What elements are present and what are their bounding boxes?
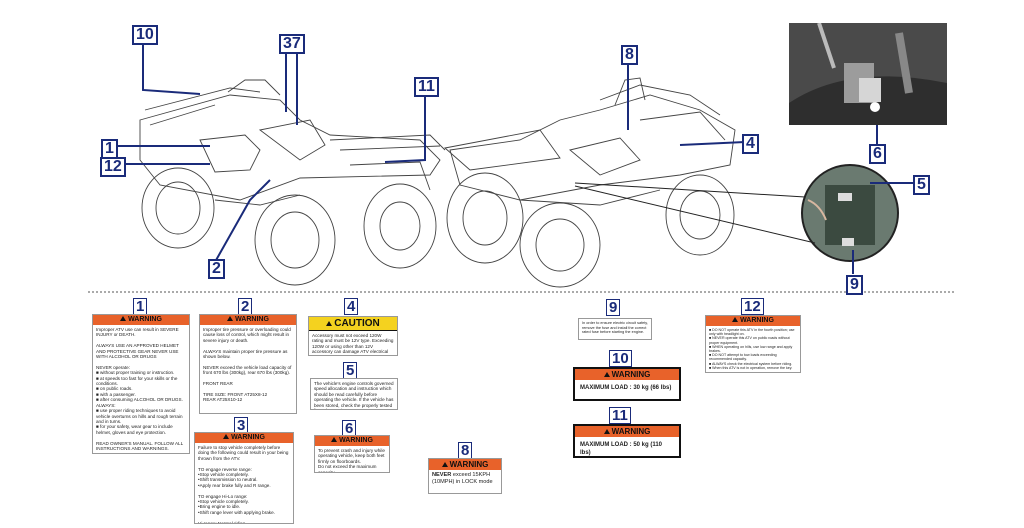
label-5-number: 5 xyxy=(343,362,358,379)
callout-11: 11 xyxy=(414,77,439,97)
label-5-notice: The vehicle's engine controls governed s… xyxy=(310,378,398,410)
callout-9: 9 xyxy=(846,275,863,295)
callout-5: 5 xyxy=(913,175,930,195)
label-8-warning: WARNING NEVER exceed 15KPH (10MPH) in LO… xyxy=(428,458,502,494)
label-11-warning: WARNING MAXIMUM LOAD : 50 kg (110 lbs) xyxy=(573,424,681,458)
warning-triangle-icon xyxy=(227,316,234,321)
label-3-body: Failure to stop vehicle completely befor… xyxy=(198,445,289,524)
label-11-number: 11 xyxy=(609,407,631,424)
label-4-header: CAUTION xyxy=(309,317,397,331)
label-10-header: WARNING xyxy=(575,369,679,380)
warning-triangle-icon xyxy=(326,321,333,326)
callout-12: 12 xyxy=(100,157,126,177)
label-9-notice: In order to ensure electric circuit safe… xyxy=(578,318,652,340)
label-11-body: MAXIMUM LOAD : 50 kg (110 lbs) xyxy=(580,442,663,456)
leader-lines xyxy=(113,42,913,274)
warning-triangle-icon xyxy=(441,462,448,467)
label-3-header: WARNING xyxy=(195,433,293,443)
label-12-warning: WARNING ■ DO NOT operate this ATV in the… xyxy=(705,315,801,373)
zoom-detail-circle xyxy=(574,164,899,262)
label-2-body: Improper tire pressure or overloading co… xyxy=(203,327,292,403)
label-2-warning: WARNING Improper tire pressure or overlo… xyxy=(199,314,297,414)
label-2-number: 2 xyxy=(238,298,253,315)
warning-triangle-icon xyxy=(331,437,338,442)
warning-triangle-icon xyxy=(732,317,739,322)
label-10-number: 10 xyxy=(609,350,632,367)
label-1-warning: WARNING Improper ATV use can result in S… xyxy=(92,314,190,454)
callout-10: 10 xyxy=(132,25,158,45)
right-atv xyxy=(444,77,736,288)
label-8-header: WARNING xyxy=(429,459,501,470)
label-4-number: 4 xyxy=(344,298,359,315)
label-4-caution: CAUTION Accessory must not exceed 120W r… xyxy=(308,316,398,356)
warning-triangle-icon xyxy=(603,372,610,377)
label-9-number: 9 xyxy=(606,299,621,316)
warning-triangle-icon xyxy=(120,316,127,321)
label-11-header: WARNING xyxy=(575,426,679,437)
photo-detail-rear-suspension xyxy=(789,23,947,125)
label-6-warning: WARNING To prevent crash and injury whil… xyxy=(314,435,390,473)
label-8-number: 8 xyxy=(458,442,473,459)
label-6-body: To prevent crash and injury while operat… xyxy=(318,448,385,473)
callout-8: 8 xyxy=(621,45,638,65)
label-12-number: 12 xyxy=(741,298,764,315)
callout-2: 2 xyxy=(208,259,225,279)
label-5-body: The vehicle's engine controls governed s… xyxy=(314,381,394,409)
callout-37: 37 xyxy=(279,34,305,54)
left-atv xyxy=(139,79,446,286)
label-1-body: Improper ATV use can result in SEVERE IN… xyxy=(96,327,183,451)
label-9-body: In order to ensure electric circuit safe… xyxy=(582,321,648,335)
callout-1: 1 xyxy=(101,139,118,159)
label-12-body: ■ DO NOT operate this ATV in the fourth … xyxy=(709,328,795,370)
warning-triangle-icon xyxy=(603,429,610,434)
label-12-header: WARNING xyxy=(706,316,800,326)
label-1-number: 1 xyxy=(133,298,148,315)
label-1-header: WARNING xyxy=(93,315,189,325)
label-10-body: MAXIMUM LOAD : 30 kg (66 lbs) xyxy=(580,385,672,391)
label-8-body: NEVER exceed 15KPH (10MPH) in LOCK mode xyxy=(432,472,493,485)
label-3-warning: WARNING Failure to stop vehicle complete… xyxy=(194,432,294,524)
label-6-header: WARNING xyxy=(315,436,389,446)
label-2-header: WARNING xyxy=(200,315,296,325)
callout-4: 4 xyxy=(742,134,759,154)
label-4-body: Accessory must not exceed 120W rating an… xyxy=(312,333,394,355)
callout-6: 6 xyxy=(869,144,886,164)
warning-triangle-icon xyxy=(223,434,230,439)
label-10-warning: WARNING MAXIMUM LOAD : 30 kg (66 lbs) xyxy=(573,367,681,401)
